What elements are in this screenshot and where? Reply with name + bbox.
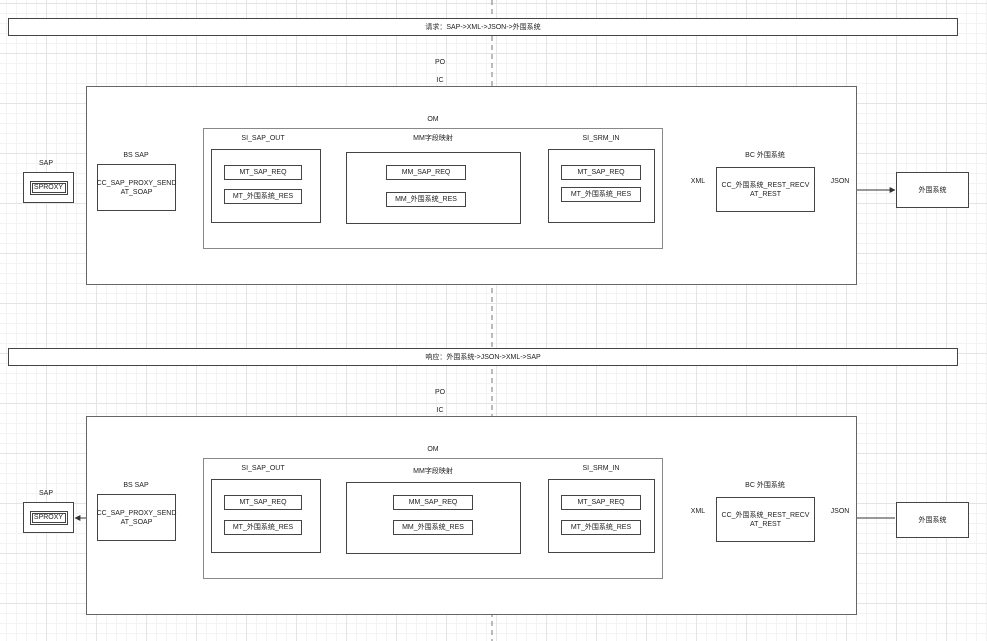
resp-bc-label: BC 外围系统 bbox=[745, 482, 785, 489]
resp-si-out-box bbox=[211, 479, 321, 553]
resp-cc-sap-box[interactable]: CC_SAP_PROXY_SEND AT_SOAP bbox=[97, 494, 176, 541]
resp-mm-res[interactable]: MM_外围系统_RES bbox=[393, 520, 473, 535]
resp-po-label: PO bbox=[434, 389, 446, 396]
resp-si-out-res[interactable]: MT_外围系统_RES bbox=[224, 520, 302, 535]
resp-sproxy-box[interactable]: SPROXY bbox=[29, 510, 68, 525]
resp-sap-box[interactable]: SPROXY bbox=[23, 502, 74, 533]
req-om-label: OM bbox=[427, 116, 439, 123]
req-si-in-label: SI_SRM_IN bbox=[582, 135, 620, 142]
req-sap-label: SAP bbox=[38, 160, 54, 167]
req-si-in-req[interactable]: MT_SAP_REQ bbox=[561, 165, 641, 180]
request-banner: 请求：SAP->XML->JSON->外围系统 bbox=[8, 18, 958, 36]
resp-si-in-label: SI_SRM_IN bbox=[582, 465, 620, 472]
req-cc-sap-line1: CC_SAP_PROXY_SEND bbox=[96, 179, 177, 187]
resp-mm-box bbox=[346, 482, 521, 554]
resp-xml-label: XML bbox=[690, 508, 706, 515]
req-mm-res[interactable]: MM_外围系统_RES bbox=[386, 192, 466, 207]
req-cc-sap-line2: AT_SOAP bbox=[120, 188, 153, 196]
resp-json-label: JSON bbox=[830, 508, 850, 515]
req-external-box[interactable]: 外围系统 bbox=[896, 172, 969, 208]
resp-si-out-req[interactable]: MT_SAP_REQ bbox=[224, 495, 302, 510]
req-si-in-res[interactable]: MT_外围系统_RES bbox=[561, 187, 641, 202]
resp-si-in-req[interactable]: MT_SAP_REQ bbox=[561, 495, 641, 510]
req-cc-rest-line2: AT_REST bbox=[750, 190, 781, 198]
resp-mm-label: MM字段映射 bbox=[413, 468, 453, 475]
req-si-out-req[interactable]: MT_SAP_REQ bbox=[224, 165, 302, 180]
req-po-label: PO bbox=[434, 59, 446, 66]
resp-si-in-box bbox=[548, 479, 655, 553]
req-si-out-label: SI_SAP_OUT bbox=[241, 135, 285, 142]
req-sap-box[interactable]: SPROXY bbox=[23, 172, 74, 203]
resp-om-label: OM bbox=[427, 446, 439, 453]
resp-mm-req[interactable]: MM_SAP_REQ bbox=[393, 495, 473, 510]
resp-si-in-res[interactable]: MT_外围系统_RES bbox=[561, 520, 641, 535]
req-si-out-box bbox=[211, 149, 321, 223]
req-mm-req[interactable]: MM_SAP_REQ bbox=[386, 165, 466, 180]
req-si-out-res[interactable]: MT_外围系统_RES bbox=[224, 189, 302, 204]
response-banner: 响应：外围系统->JSON->XML->SAP bbox=[8, 348, 958, 366]
req-ic-label: IC bbox=[436, 77, 444, 84]
resp-sap-label: SAP bbox=[38, 490, 54, 497]
resp-cc-sap-line1: CC_SAP_PROXY_SEND bbox=[96, 509, 177, 517]
resp-cc-sap-line2: AT_SOAP bbox=[120, 518, 153, 526]
req-bc-label: BC 外围系统 bbox=[745, 152, 785, 159]
resp-cc-rest-line2: AT_REST bbox=[750, 520, 781, 528]
req-xml-label: XML bbox=[690, 178, 706, 185]
req-cc-rest-box[interactable]: CC_外围系统_REST_RECV AT_REST bbox=[716, 167, 815, 212]
req-cc-rest-line1: CC_外围系统_REST_RECV bbox=[721, 181, 810, 189]
req-json-label: JSON bbox=[830, 178, 850, 185]
req-mm-label: MM字段映射 bbox=[413, 135, 453, 142]
req-si-in-box bbox=[548, 149, 655, 223]
req-mm-box bbox=[346, 152, 521, 224]
req-cc-sap-box[interactable]: CC_SAP_PROXY_SEND AT_SOAP bbox=[97, 164, 176, 211]
resp-cc-rest-line1: CC_外围系统_REST_RECV bbox=[721, 511, 810, 519]
resp-si-out-label: SI_SAP_OUT bbox=[241, 465, 285, 472]
req-bs-sap-label: BS SAP bbox=[123, 152, 149, 159]
resp-ic-label: IC bbox=[436, 407, 444, 414]
resp-cc-rest-box[interactable]: CC_外围系统_REST_RECV AT_REST bbox=[716, 497, 815, 542]
resp-external-box[interactable]: 外围系统 bbox=[896, 502, 969, 538]
req-sproxy-box[interactable]: SPROXY bbox=[29, 180, 68, 195]
resp-bs-sap-label: BS SAP bbox=[123, 482, 149, 489]
